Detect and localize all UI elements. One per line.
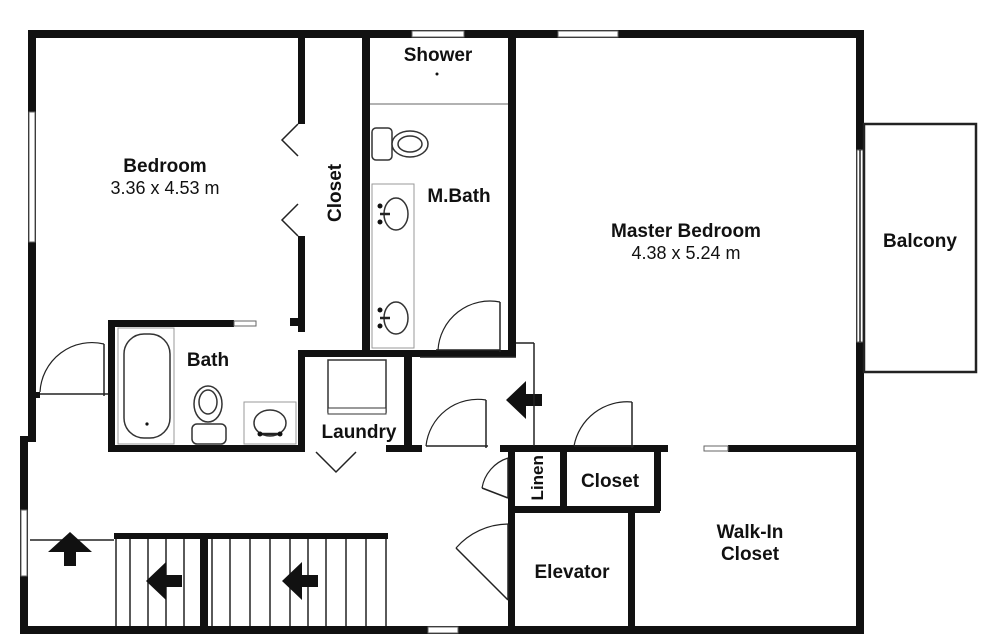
bathtub-icon [117, 327, 175, 445]
door-swing-icon [280, 123, 299, 157]
wall-right-lower [856, 446, 864, 634]
door-swing-icon [39, 341, 108, 396]
door-swing-icon [280, 203, 299, 237]
window-bedroom-left [28, 111, 36, 243]
door-swing-icon [315, 451, 357, 474]
interior-walls [28, 38, 858, 628]
laundry-machines [327, 359, 387, 415]
bedroom-dimensions: 3.36 x 4.53 m [110, 177, 220, 198]
walk-in-label-line2: Closet [720, 543, 780, 565]
arrow-up-icon [48, 532, 92, 566]
door-swing-icon [573, 401, 634, 448]
window-shower-top [411, 30, 465, 38]
wall-left-joint [20, 436, 36, 442]
balcony-outline [862, 122, 978, 374]
toilet-icon [371, 127, 429, 161]
sink-icon [377, 301, 409, 335]
toilet-icon [191, 385, 227, 445]
master-bath-fixtures [370, 72, 508, 349]
master-bedroom-label: Master Bedroom [611, 221, 761, 242]
door-swing-icon [436, 300, 501, 352]
balcony-label: Balcony [883, 231, 957, 252]
room-bedroom: Bedroom 3.36 x 4.53 m [90, 156, 240, 199]
room-master-bedroom: Master Bedroom 4.38 x 5.24 m [586, 221, 786, 264]
window-lower-left [20, 509, 28, 577]
room-walk-in-closet: Walk-In Closet [700, 522, 800, 566]
arrow-left-icon [282, 562, 318, 600]
linen-label: Linen [528, 455, 548, 501]
door-swing-icon [455, 523, 509, 601]
doors [39, 123, 729, 601]
stairs [30, 539, 387, 626]
sink-icon [243, 401, 297, 445]
door-swing-icon [425, 398, 488, 448]
arrows [48, 381, 542, 600]
laundry-label: Laundry [321, 422, 397, 443]
arrow-left-icon [506, 381, 542, 419]
shower-label: Shower [403, 45, 473, 66]
elevator-label: Elevator [534, 562, 610, 583]
master-bath-label: M.Bath [427, 186, 491, 207]
door-swing-icon [481, 457, 509, 499]
walk-in-label-line1: Walk-In [716, 522, 784, 543]
arrow-left-icon [146, 562, 182, 600]
bath-fixtures [117, 327, 297, 445]
bedroom-label: Bedroom [123, 156, 207, 177]
closet-lower-label: Closet [580, 471, 640, 492]
window-master-top [557, 30, 619, 38]
closet-upper-label: Closet [325, 163, 347, 222]
bath-label: Bath [186, 350, 230, 371]
master-bedroom-dimensions: 4.38 x 5.24 m [631, 242, 741, 263]
sink-icon [377, 197, 409, 231]
window-bottom [427, 626, 459, 634]
windows [20, 30, 864, 634]
